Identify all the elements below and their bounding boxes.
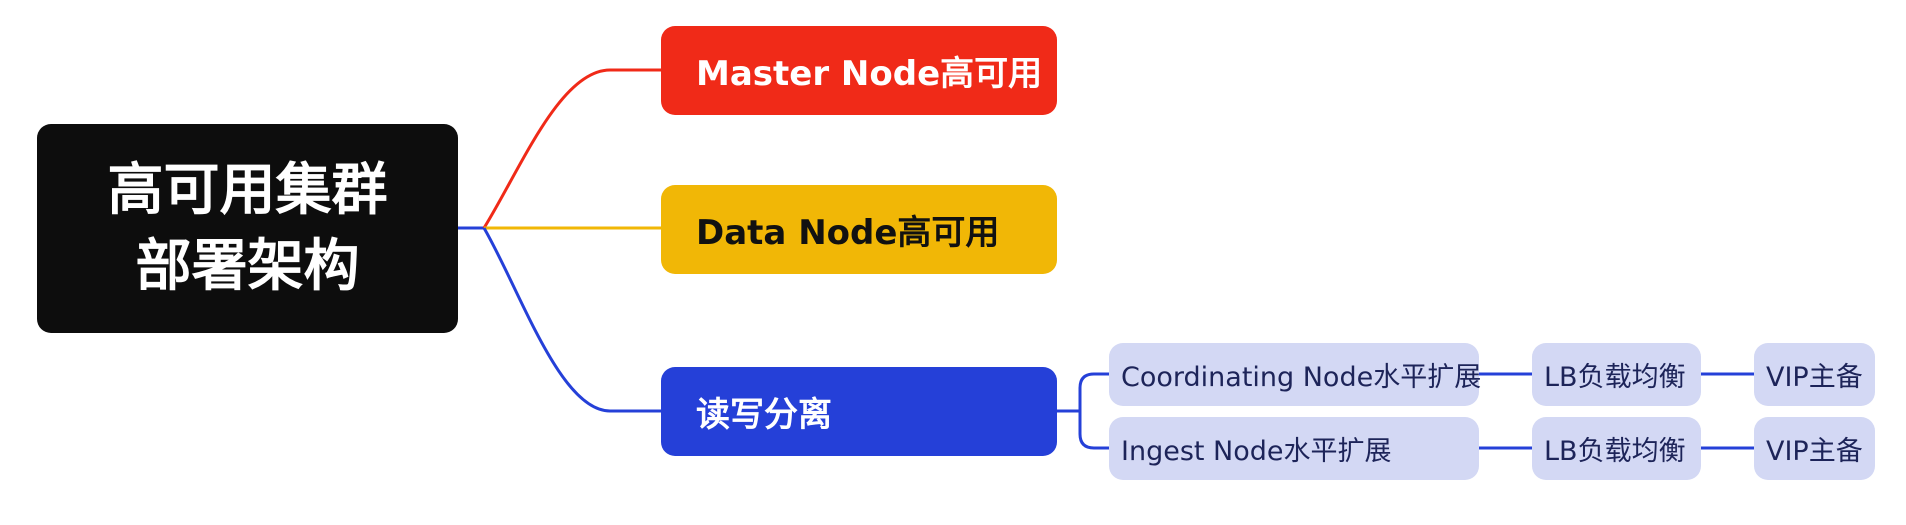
leaf-ingest-node[interactable]: Ingest Node水平扩展	[1109, 417, 1479, 480]
leaf-vip-coordinating[interactable]: VIP主备	[1754, 343, 1875, 406]
connector-rw-bracket	[1057, 372, 1109, 450]
branch-data-node[interactable]: Data Node高可用	[661, 185, 1057, 274]
branch-read-write-label: 读写分离	[696, 395, 832, 435]
leaf-coordinating-label: Coordinating Node水平扩展	[1121, 362, 1482, 393]
leaf-ingest-label: Ingest Node水平扩展	[1121, 436, 1392, 467]
connector-root-readwrite	[482, 227, 661, 413]
root-node[interactable]: 高可用集群 部署架构	[37, 124, 458, 333]
root-title-line2: 部署架构	[135, 233, 360, 299]
leaf-coordinating-node[interactable]: Coordinating Node水平扩展	[1109, 343, 1482, 406]
root-title-line1: 高可用集群	[107, 157, 388, 223]
connector-root-master	[482, 68, 661, 229]
branch-master-node[interactable]: Master Node高可用	[661, 26, 1057, 115]
leaf-lb-coordinating[interactable]: LB负载均衡	[1532, 343, 1701, 406]
leaf-vip-label: VIP主备	[1766, 436, 1863, 467]
branch-read-write[interactable]: 读写分离	[661, 367, 1057, 456]
branch-data-label: Data Node高可用	[696, 213, 1000, 253]
leaf-lb-ingest[interactable]: LB负载均衡	[1532, 417, 1701, 480]
leaf-lb-label: LB负载均衡	[1544, 362, 1686, 393]
leaf-vip-ingest[interactable]: VIP主备	[1754, 417, 1875, 480]
branch-master-label: Master Node高可用	[696, 54, 1043, 94]
leaf-lb-label: LB负载均衡	[1544, 436, 1686, 467]
leaf-vip-label: VIP主备	[1766, 362, 1863, 393]
